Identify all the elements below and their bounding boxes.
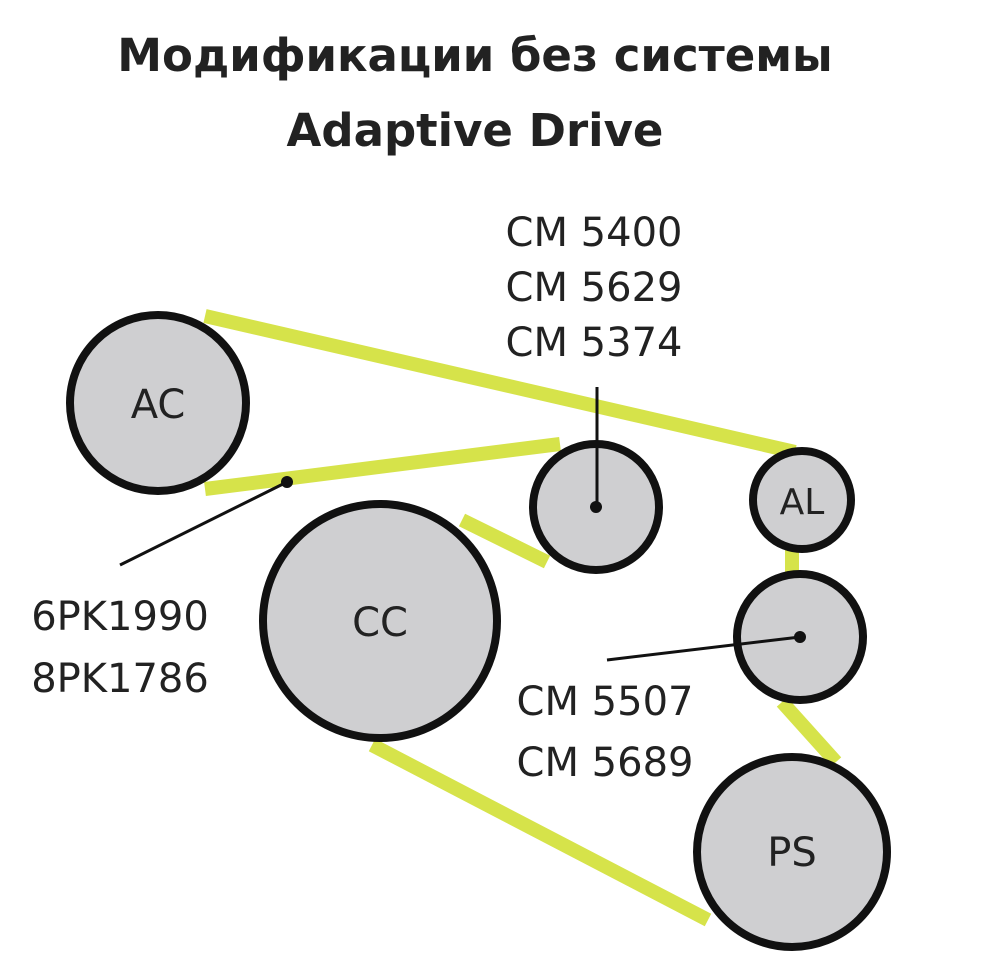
- callout-idler-line-1: CM 5507: [517, 679, 694, 725]
- belt-segment-ac-tensioner: [204, 437, 561, 496]
- callout-idler-line-2: CM 5689: [517, 740, 694, 786]
- pulley-cc-label: CC: [352, 600, 408, 646]
- callout-belt-line-2: 8PK1786: [31, 656, 209, 702]
- title-line-1: Модификации без системы: [117, 29, 833, 82]
- belt-segment-idler-ps: [776, 697, 842, 767]
- callout-belt-line-1: 6PK1990: [31, 594, 209, 640]
- belt-callout-dot: [281, 476, 293, 488]
- pulley-cc: CC: [259, 500, 501, 742]
- pulley-al-label: AL: [780, 482, 825, 523]
- pulley-ps-label: PS: [767, 830, 817, 876]
- callout-idler: CM 5507 CM 5689: [517, 679, 694, 786]
- title-line-2: Adaptive Drive: [286, 104, 664, 157]
- callout-tensioner-line-3: CM 5374: [506, 320, 683, 366]
- callout-tensioner-line-1: CM 5400: [506, 210, 683, 256]
- pulley-ps: PS: [693, 753, 891, 951]
- belt-segment-ac-al: [203, 309, 797, 459]
- pulley-ac: AC: [66, 311, 250, 495]
- callout-tensioner-line-2: CM 5629: [506, 265, 683, 311]
- callout-tensioner: CM 5400 CM 5629 CM 5374: [506, 210, 683, 366]
- callout-belt: 6PK1990 8PK1786: [31, 594, 209, 702]
- belt-segment-cc-ps: [368, 738, 712, 927]
- leader-line-belt: [119, 480, 288, 567]
- belt-segment-cc-tensioner: [458, 513, 551, 569]
- pulley-ac-label: AC: [131, 382, 186, 428]
- belt: [203, 309, 842, 927]
- pulley-al: AL: [749, 447, 855, 553]
- leader-line-idler: [606, 635, 801, 662]
